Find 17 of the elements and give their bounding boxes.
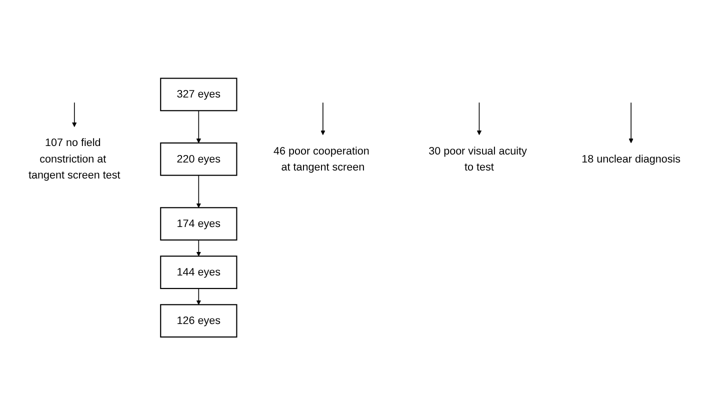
node-text: 18 unclear diagnosis — [582, 154, 680, 166]
node-box: 174 eyes — [160, 207, 238, 241]
node-box: 327 eyes — [160, 78, 238, 112]
arrow — [628, 102, 634, 144]
arrow — [72, 102, 77, 128]
arrow — [476, 102, 482, 136]
node-text: 46 poor cooperation at tangent screen — [273, 145, 370, 174]
arrow — [196, 288, 202, 306]
arrow — [196, 175, 202, 208]
arrow — [196, 110, 202, 144]
node-box: 220 eyes — [160, 142, 238, 176]
node-box: 144 eyes — [160, 256, 238, 290]
node-box: 126 eyes — [160, 304, 238, 338]
node-text: 30 poor visual acuity to test — [428, 145, 527, 174]
node-text: 107 no field constriction at tangent screen test — [28, 137, 120, 182]
arrow — [320, 102, 326, 136]
arrow — [196, 240, 202, 257]
